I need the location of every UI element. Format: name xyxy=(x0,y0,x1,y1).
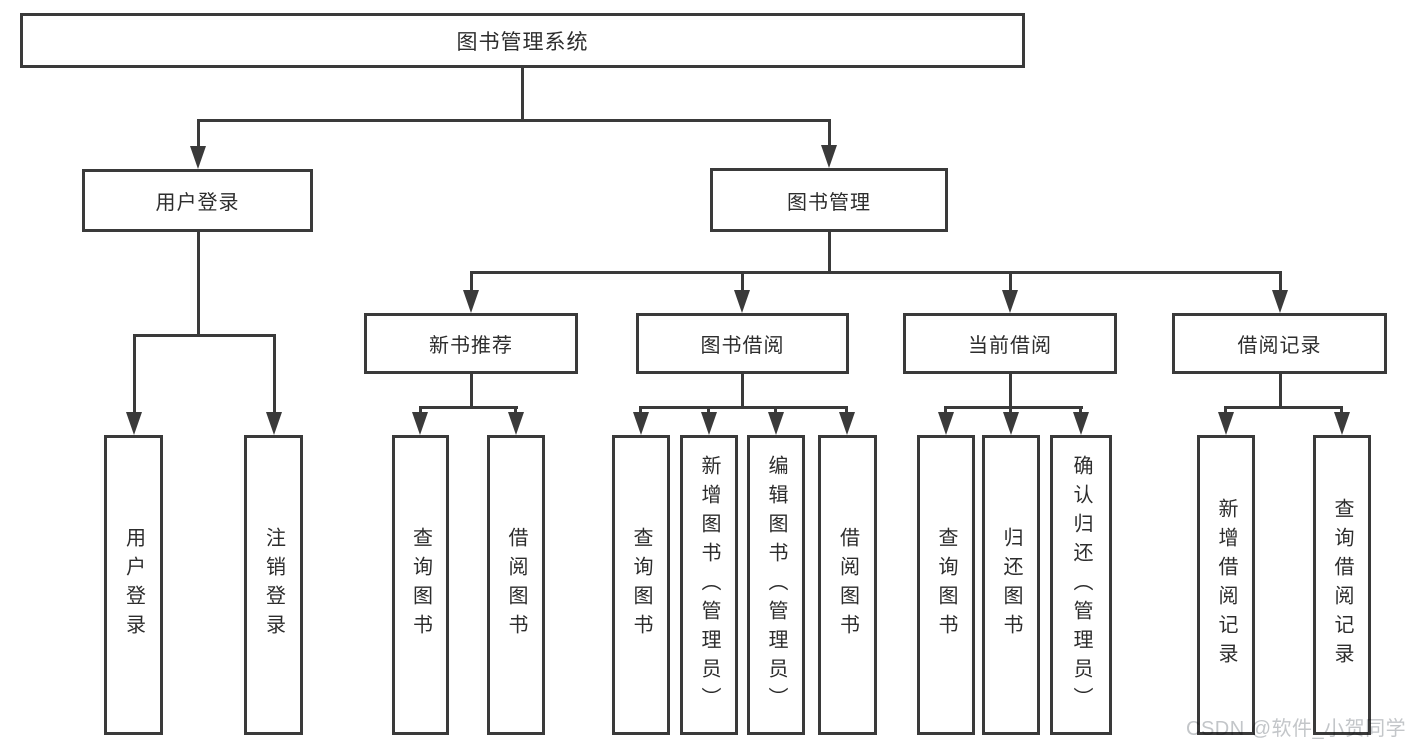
leaf-add-borrow-record-label: 新增借阅记录 xyxy=(1215,498,1237,672)
connector-drop-addbook xyxy=(707,406,710,416)
connector-book-management-stem xyxy=(828,232,831,274)
leaf-query-books-borrow-label: 查询图书 xyxy=(630,527,652,643)
node-current-borrow-label: 当前借阅 xyxy=(968,335,1052,357)
leaf-query-books-recommend: 查询图书 xyxy=(392,435,449,735)
connector-drop-query1 xyxy=(419,406,422,416)
connector-root-stem xyxy=(521,68,524,122)
node-current-borrow: 当前借阅 xyxy=(903,313,1117,374)
leaf-return-book-label: 归还图书 xyxy=(1000,527,1022,643)
connector-drop-user-login xyxy=(197,119,200,149)
connector-drop-editbook xyxy=(774,406,777,416)
connector-drop-book-management xyxy=(828,119,831,149)
connector-recommend-rail xyxy=(419,406,518,409)
leaf-borrow-books-borrow-label: 借阅图书 xyxy=(836,527,859,643)
arrowhead-leaf-user-login xyxy=(126,412,142,435)
connector-drop-borrow2 xyxy=(845,406,848,416)
connector-drop-borrow xyxy=(741,271,744,293)
connector-records-rail xyxy=(1224,406,1343,409)
connector-drop-borrow1 xyxy=(514,406,517,416)
connector-drop-recommend xyxy=(470,271,473,293)
node-borrow-records: 借阅记录 xyxy=(1172,313,1387,374)
leaf-confirm-return-admin-label: 确认归还（管理员） xyxy=(1070,454,1092,716)
arrowhead-book-management xyxy=(821,145,837,168)
connector-drop-return xyxy=(1009,406,1012,416)
connector-level3-rail xyxy=(470,271,1282,274)
arrowhead-records xyxy=(1272,290,1288,313)
node-book-management-label: 图书管理 xyxy=(787,191,871,214)
connector-drop-addrec xyxy=(1224,406,1227,416)
connector-user-login-stem xyxy=(197,232,200,336)
arrowhead-return xyxy=(1003,412,1019,435)
connector-level2-rail xyxy=(197,119,831,122)
node-new-book-recommend: 新书推荐 xyxy=(364,313,578,374)
watermark-text: CSDN @软件_小贺同学 xyxy=(1186,718,1405,740)
connector-drop-current xyxy=(1009,271,1012,293)
connector-current-rail xyxy=(944,406,1083,409)
node-new-book-recommend-label: 新书推荐 xyxy=(429,335,513,357)
node-user-login: 用户登录 xyxy=(82,169,313,232)
connector-current-stem xyxy=(1009,374,1012,409)
connector-borrow-rail xyxy=(639,406,848,409)
node-library-system: 图书管理系统 xyxy=(20,13,1025,68)
connector-drop-records xyxy=(1279,271,1282,293)
node-borrow-records-label: 借阅记录 xyxy=(1237,335,1322,357)
leaf-edit-book-admin: 编辑图书（管理员） xyxy=(747,435,805,735)
arrowhead-addbook xyxy=(701,412,717,435)
leaf-add-borrow-record: 新增借阅记录 xyxy=(1197,435,1255,735)
connector-recommend-stem xyxy=(470,374,473,409)
connector-drop-leaf-logout xyxy=(273,334,276,416)
leaf-user-login: 用户登录 xyxy=(104,435,163,735)
node-library-system-label: 图书管理系统 xyxy=(456,30,589,54)
leaf-add-book-admin: 新增图书（管理员） xyxy=(680,435,738,735)
leaf-confirm-return-admin: 确认归还（管理员） xyxy=(1050,435,1112,735)
arrowhead-borrow xyxy=(734,290,750,313)
connector-drop-query3 xyxy=(944,406,947,416)
node-book-management: 图书管理 xyxy=(710,168,948,232)
arrowhead-query3 xyxy=(938,412,954,435)
arrowhead-recommend xyxy=(463,290,479,313)
connector-drop-leaf-user-login xyxy=(133,334,136,416)
leaf-logout-label: 注销登录 xyxy=(262,527,285,643)
node-book-borrow-label: 图书借阅 xyxy=(700,335,785,357)
leaf-query-books-borrow: 查询图书 xyxy=(612,435,670,735)
leaf-query-borrow-record: 查询借阅记录 xyxy=(1313,435,1371,735)
connector-drop-query2 xyxy=(639,406,642,416)
connector-drop-queryrec xyxy=(1340,406,1343,416)
connector-borrow-stem xyxy=(741,374,744,409)
leaf-user-login-label: 用户登录 xyxy=(122,527,145,643)
connector-login-rail xyxy=(133,334,276,337)
leaf-query-books-current-label: 查询图书 xyxy=(935,527,957,643)
leaf-borrow-books-recommend: 借阅图书 xyxy=(487,435,545,735)
leaf-add-book-admin-label: 新增图书（管理员） xyxy=(698,454,720,716)
leaf-query-books-current: 查询图书 xyxy=(917,435,975,735)
leaf-borrow-books-borrow: 借阅图书 xyxy=(818,435,877,735)
arrowhead-confirm xyxy=(1073,412,1089,435)
arrowhead-current xyxy=(1002,290,1018,313)
arrowhead-borrow1 xyxy=(508,412,524,435)
leaf-query-borrow-record-label: 查询借阅记录 xyxy=(1331,498,1353,672)
arrowhead-user-login xyxy=(190,146,206,169)
node-user-login-label: 用户登录 xyxy=(155,192,240,214)
arrowhead-query1 xyxy=(412,412,428,435)
arrowhead-borrow2 xyxy=(839,412,855,435)
node-book-borrow: 图书借阅 xyxy=(636,313,849,374)
arrowhead-queryrec xyxy=(1334,412,1350,435)
leaf-edit-book-admin-label: 编辑图书（管理员） xyxy=(765,454,787,716)
leaf-return-book: 归还图书 xyxy=(982,435,1040,735)
leaf-borrow-books-recommend-label: 借阅图书 xyxy=(505,527,527,643)
leaf-query-books-recommend-label: 查询图书 xyxy=(409,527,432,643)
arrowhead-query2 xyxy=(633,412,649,435)
leaf-logout: 注销登录 xyxy=(244,435,303,735)
connector-drop-confirm xyxy=(1079,406,1082,416)
connector-records-stem xyxy=(1279,374,1282,409)
arrowhead-editbook xyxy=(768,412,784,435)
arrowhead-addrec xyxy=(1218,412,1234,435)
arrowhead-leaf-logout xyxy=(266,412,282,435)
